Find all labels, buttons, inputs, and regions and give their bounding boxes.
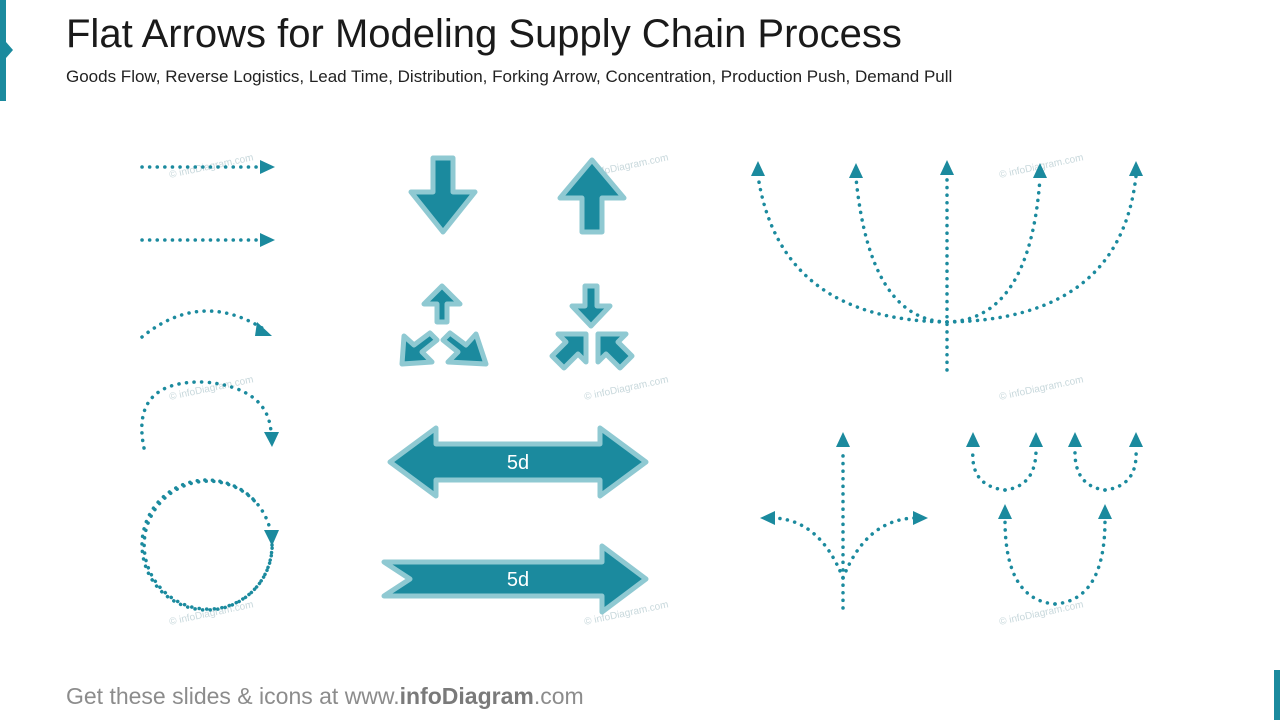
arrowhead-icon [255, 322, 272, 336]
accent-notch [6, 42, 13, 58]
fork-fan-branch [854, 176, 949, 324]
fork-fan-branch [756, 174, 949, 324]
watermark-9: © infoDiagram.com [998, 599, 1084, 628]
footer-suffix: .com [533, 683, 584, 709]
watermarks: © infoDiagram.com © infoDiagram.com © in… [168, 152, 1084, 628]
arrowhead-icon [260, 160, 275, 174]
dotted-circle-arrow [142, 479, 274, 611]
accent-bar-left [0, 0, 6, 101]
arrowhead-icon [1029, 432, 1043, 447]
arrowhead-icon [913, 511, 928, 525]
arrowhead-icon [940, 160, 954, 175]
footer-credit: Get these slides & icons at www.infoDiag… [66, 683, 584, 710]
watermark-8: © infoDiagram.com [583, 599, 669, 628]
arrowhead-icon [751, 161, 765, 176]
dotted-circle-loop [140, 478, 274, 612]
concentration-arrow-right-icon [595, 331, 635, 371]
chevron-arrow-label: 5d [507, 569, 529, 591]
distribution-arrow-up-icon [421, 283, 463, 325]
fork-tree-branch [1003, 448, 1038, 492]
fork-fan-branch [945, 176, 1042, 324]
dotted-curved-arrow [140, 309, 264, 339]
arrowhead-icon [1033, 163, 1047, 178]
fork-tree-branch [1073, 448, 1107, 492]
fork-tree-branch [971, 448, 1007, 492]
arrowhead-icon [1098, 504, 1112, 519]
arrowhead-icon [1068, 432, 1082, 447]
arrowhead-icon [849, 163, 863, 178]
fork-tree-branch [1103, 448, 1138, 492]
fork-fan-branch [945, 174, 1138, 324]
chevron-arrow-icon [381, 543, 649, 615]
fork-three-branch [841, 516, 916, 580]
arrowhead-icon [1129, 432, 1143, 447]
arrowhead-icon [836, 432, 850, 447]
double-arrow-icon [387, 425, 649, 499]
distribution-arrow-right-icon [440, 330, 489, 367]
footer-brand: infoDiagram [399, 683, 534, 709]
fork-tree-branch [1003, 518, 1057, 606]
arrowhead-icon [264, 530, 279, 546]
watermark-4: © infoDiagram.com [168, 374, 254, 403]
double-arrow-label: 5d [507, 452, 529, 474]
page-title: Flat Arrows for Modeling Supply Chain Pr… [66, 12, 902, 56]
up-arrow-icon [557, 157, 627, 235]
watermark-6: © infoDiagram.com [998, 374, 1084, 403]
distribution-arrow-left-icon [399, 330, 440, 367]
dotted-arc-arrow [140, 380, 273, 450]
accent-bar-right [1274, 670, 1280, 720]
concentration-arrow-down-icon [569, 283, 613, 329]
fork-tree-branch [1053, 518, 1107, 606]
arrowhead-icon [260, 233, 275, 247]
arrowhead-icon [1129, 161, 1143, 176]
arrowhead-icon [966, 432, 980, 447]
arrowhead-icon [760, 511, 775, 525]
fork-three-branch [772, 516, 845, 580]
concentration-arrow-left-icon [549, 331, 589, 371]
watermark-5: © infoDiagram.com [583, 374, 669, 403]
arrowhead-icon [998, 504, 1012, 519]
page-subtitle: Goods Flow, Reverse Logistics, Lead Time… [66, 67, 953, 86]
footer-prefix: Get these slides & icons at www. [66, 683, 400, 709]
arrowhead-icon [264, 432, 279, 447]
down-arrow-icon [408, 155, 478, 235]
